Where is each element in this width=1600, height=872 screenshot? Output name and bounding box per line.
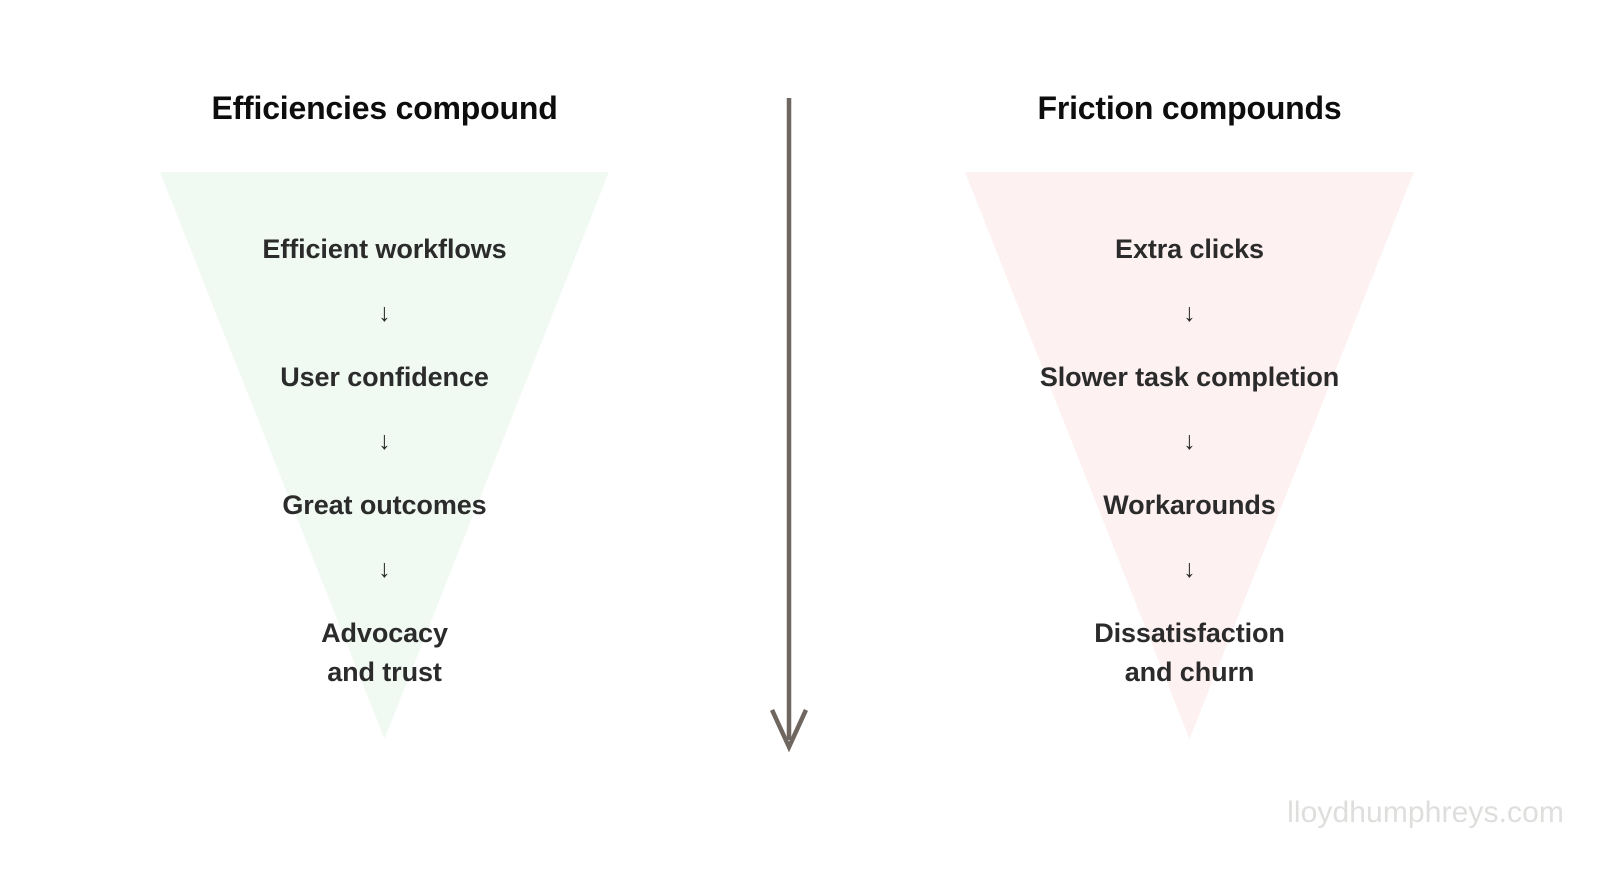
funnel-shape-positive (160, 172, 609, 739)
step-label-workarounds: Workarounds (1103, 490, 1276, 520)
column-efficiencies: Efficiencies compound Efficient workflow… (112, 0, 657, 872)
arrow-head (770, 709, 808, 753)
step-label-advocacy-and-trust: Advocacy and trust (321, 618, 448, 687)
down-arrow-icon: ↓ (378, 555, 391, 583)
down-arrow-icon: ↓ (1183, 299, 1196, 327)
funnel-triangle-positive (160, 172, 609, 739)
funnel-triangle-negative (965, 172, 1414, 739)
site-watermark: lloydhumphreys.com (1287, 796, 1564, 829)
step-label-slower-task-completion: Slower task completion (1039, 362, 1340, 392)
down-arrow-icon: ↓ (378, 427, 391, 455)
step-label-dissatisfaction-and-churn: Dissatisfaction and churn (1094, 618, 1285, 687)
left-step-stack: Efficient workflows ↓ User confidence ↓ … (112, 172, 657, 739)
down-arrow-icon: ↓ (1183, 427, 1196, 455)
step-label-extra-clicks: Extra clicks (1115, 234, 1264, 264)
right-step-stack: Extra clicks ↓ Slower task completion ↓ … (917, 172, 1462, 739)
down-arrow-icon: ↓ (378, 299, 391, 327)
center-flow-arrow (766, 92, 812, 760)
right-column-title: Friction compounds (1037, 90, 1342, 126)
step-label-great-outcomes: Great outcomes (282, 490, 487, 520)
step-label-user-confidence: User confidence (280, 362, 489, 392)
down-arrow-icon: ↓ (1183, 555, 1196, 583)
funnel-shape-negative (965, 172, 1414, 739)
step-label-efficient-workflows: Efficient workflows (262, 234, 507, 264)
left-column-title: Efficiencies compound (211, 90, 558, 126)
column-friction: Friction compounds Extra clicks ↓ Slower… (917, 0, 1462, 872)
